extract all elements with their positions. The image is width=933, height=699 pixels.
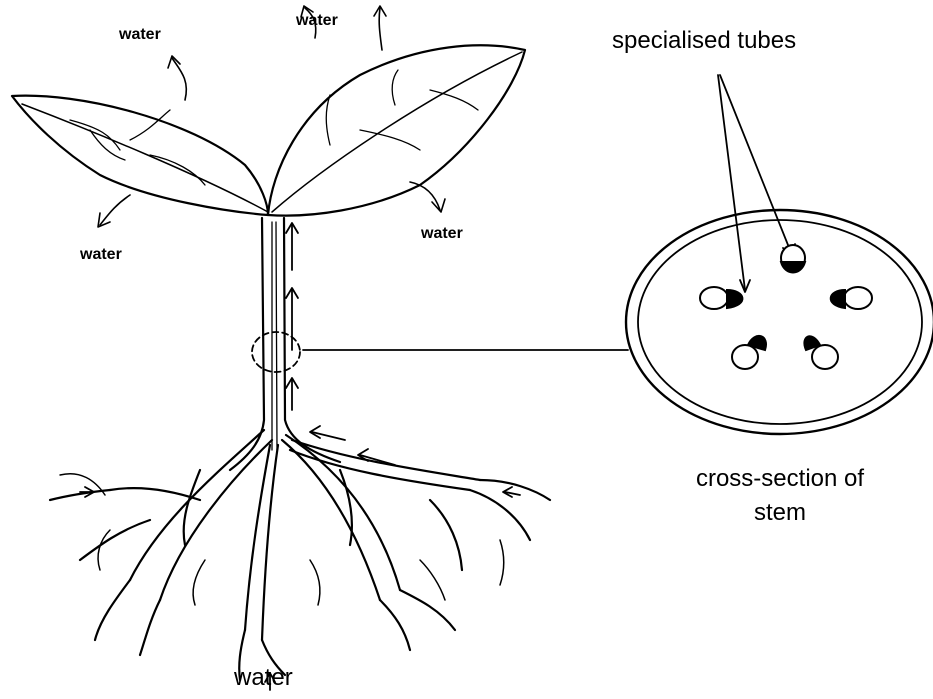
right-leaf bbox=[268, 45, 525, 215]
stem-cross-section bbox=[626, 210, 933, 434]
roots bbox=[50, 430, 550, 680]
tube-top bbox=[781, 245, 805, 273]
vascular-bundles bbox=[700, 245, 872, 369]
specialised-tubes-label: specialised tubes bbox=[612, 27, 796, 55]
water-label-top-center: water bbox=[296, 12, 338, 30]
cross-section-caption-line1: cross-section of bbox=[660, 462, 900, 496]
tube-bottom-right bbox=[804, 336, 838, 369]
tube-left bbox=[700, 287, 742, 309]
root-flow-arrows bbox=[80, 426, 520, 690]
cross-section-caption: cross-section of stem bbox=[660, 462, 900, 530]
tube-right bbox=[831, 287, 872, 309]
water-label-left-leaf: water bbox=[80, 246, 122, 264]
stem bbox=[230, 218, 340, 470]
upward-flow-arrows bbox=[286, 223, 298, 410]
cross-section-caption-line2: stem bbox=[660, 496, 900, 530]
water-label-bottom: water bbox=[234, 664, 293, 692]
tube-bottom-left bbox=[732, 336, 766, 369]
left-leaf bbox=[12, 96, 268, 215]
water-label-right-leaf: water bbox=[421, 225, 463, 243]
water-label-top-left: water bbox=[119, 26, 161, 44]
